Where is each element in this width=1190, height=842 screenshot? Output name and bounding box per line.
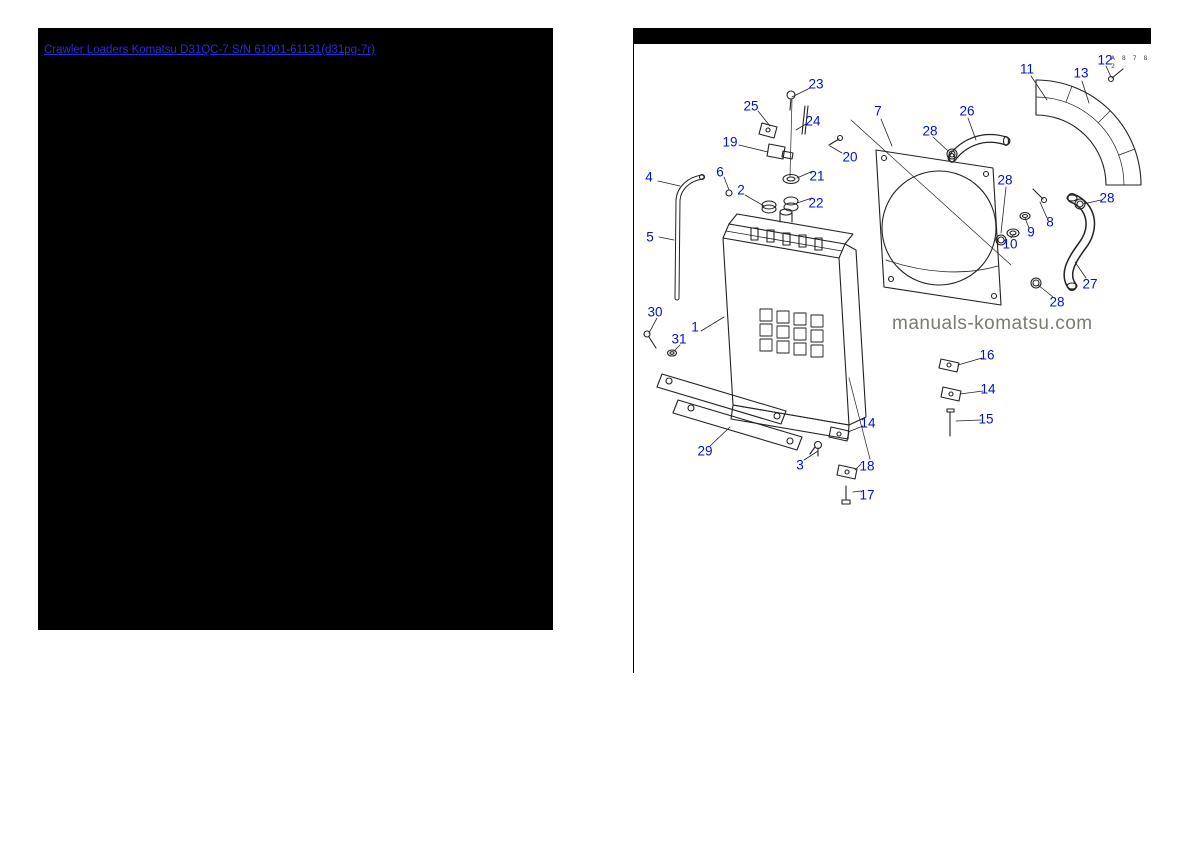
watermark: manuals-komatsu.com [892, 313, 1093, 334]
manual-title-link[interactable]: Crawler Loaders Komatsu D31QC-7 S/N 6100… [44, 44, 375, 56]
callout-13: 13 [1073, 65, 1089, 81]
callout-9: 9 [1027, 224, 1035, 240]
callout-21: 21 [809, 168, 825, 184]
callout-28: 28 [997, 172, 1013, 188]
callout-5: 5 [646, 229, 654, 245]
callout-23: 23 [808, 76, 824, 92]
callout-24: 24 [805, 113, 821, 129]
callout-31: 31 [671, 331, 687, 347]
callout-7: 7 [874, 103, 882, 119]
callout-27: 27 [1082, 276, 1098, 292]
callout-19: 19 [722, 134, 738, 150]
callout-14: 14 [980, 381, 996, 397]
callout-18: 18 [859, 458, 875, 474]
callout-22: 22 [808, 195, 824, 211]
callout-20: 20 [842, 149, 858, 165]
callout-15: 15 [978, 411, 994, 427]
callout-28: 28 [1049, 294, 1065, 310]
callout-1: 1 [691, 319, 699, 335]
callout-25: 25 [743, 98, 759, 114]
plate-code: A 8 7 8 2 [1111, 54, 1149, 70]
callout-28: 28 [1099, 190, 1115, 206]
callout-10: 10 [1002, 236, 1018, 252]
callout-12: 12 [1097, 52, 1113, 68]
callout-3: 3 [796, 457, 804, 473]
diagram-top-bar [634, 28, 1151, 44]
callout-6: 6 [716, 164, 724, 180]
callout-26: 26 [959, 103, 975, 119]
callout-11: 11 [1019, 61, 1035, 77]
callout-8: 8 [1046, 214, 1054, 230]
callout-16: 16 [979, 347, 995, 363]
callout-4: 4 [645, 169, 653, 185]
callout-17: 17 [859, 487, 875, 503]
callout-28: 28 [922, 123, 938, 139]
parts-diagram-drawing [643, 65, 1142, 505]
left-black-panel: Crawler Loaders Komatsu D31QC-7 S/N 6100… [38, 28, 553, 630]
callout-29: 29 [697, 443, 713, 459]
callout-30: 30 [647, 304, 663, 320]
callout-14: 14 [860, 415, 876, 431]
callout-2: 2 [737, 182, 745, 198]
